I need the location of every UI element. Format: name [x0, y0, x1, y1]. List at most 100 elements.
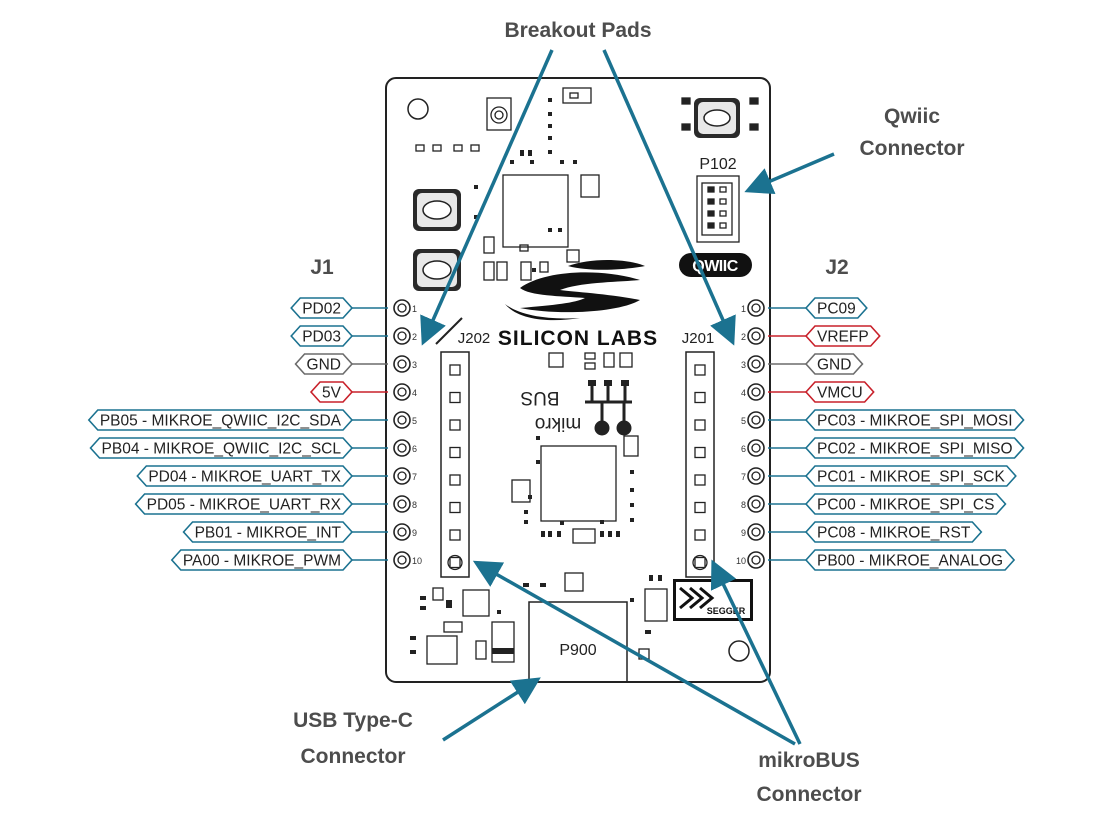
j2-title: J2: [825, 256, 848, 279]
breakout-pad-hole: [397, 387, 407, 397]
breakout-pad-hole: [397, 359, 407, 369]
pin-label-tag: [294, 353, 354, 375]
pin-label: VMCU: [817, 385, 863, 402]
j201-pin: [694, 474, 706, 486]
top-small-pads: [474, 98, 577, 272]
arrow-breakout-left: [420, 49, 554, 346]
pin-label-tag: [87, 409, 354, 431]
svg-text:QWIIC: QWIIC: [692, 258, 738, 275]
callout-breakout-pads: Breakout Pads: [504, 19, 651, 42]
breakout-pad-hole: [751, 387, 761, 397]
breakout-pad-hole: [397, 303, 407, 313]
pin-label: PB01 - MIKROE_INT: [195, 525, 342, 542]
qwiic-logo: QWIIC: [679, 253, 752, 277]
arrow-breakout-right: [602, 49, 736, 346]
pin-label-tag: [804, 437, 1025, 459]
j202-pin: [449, 446, 461, 459]
pin-label: PB00 - MIKROE_ANALOG: [817, 553, 1003, 570]
pin-number: 5: [741, 416, 746, 426]
button-left-1: [413, 189, 461, 231]
pin-label: PB05 - MIKROE_QWIIC_I2C_SDA: [100, 413, 342, 430]
j2-pin-4: 4 VMCU: [741, 381, 875, 403]
j201-pin: [694, 391, 706, 404]
callout-qwiic-line1: Qwiic: [884, 105, 940, 128]
j1-pin-4: 45V: [309, 381, 417, 403]
breakout-pad-hole: [751, 331, 761, 341]
breakout-pad-hole: [751, 527, 761, 537]
pin-number: 8: [741, 500, 746, 510]
pin-number: 9: [741, 528, 746, 538]
pin-number: 10: [412, 556, 422, 566]
pin-number: 4: [412, 388, 417, 398]
pin-label-tag: [182, 521, 354, 543]
pin-label: PC09: [817, 301, 856, 318]
pin-label: PD03: [302, 329, 341, 346]
j201-pin: [694, 419, 706, 431]
center-components: [426, 352, 668, 665]
j202-pin: [449, 419, 461, 431]
arrow-qwiic: [744, 152, 835, 195]
breakout-pad-hole: [751, 499, 761, 509]
pin-label-tag: [134, 493, 354, 515]
j2-pin-1: 1 PC09: [741, 297, 868, 319]
pin-label: PD04 - MIKROE_UART_TX: [148, 469, 341, 486]
j201-pin1-marker: [692, 554, 708, 571]
p900-label: P900: [559, 642, 596, 659]
callout-usb-line1: USB Type-C: [293, 709, 413, 732]
j202-pin: [449, 529, 461, 541]
pin-number: 2: [741, 332, 746, 342]
breakout-pad-hole: [751, 415, 761, 425]
pin-label-tag: [804, 549, 1016, 571]
pin-number: 1: [741, 304, 746, 314]
breakout-pad-hole: [397, 443, 407, 453]
pin-label-tag: [89, 437, 354, 459]
pin-label-tag: [804, 493, 1007, 515]
breakout-pad-hole: [397, 499, 407, 509]
pin-label-tag: [804, 521, 983, 543]
arrow-mikrobus-right: [710, 559, 802, 745]
pin-label: PB04 - MIKROE_QWIIC_I2C_SCL: [102, 441, 342, 458]
breakout-pad-hole: [397, 527, 407, 537]
pin-label: PD05 - MIKROE_UART_RX: [147, 497, 342, 514]
j1-title: J1: [310, 256, 334, 279]
j202-pin-group: [447, 364, 463, 571]
pin-number: 9: [412, 528, 417, 538]
callout-mikrobus-line1: mikroBUS: [758, 749, 860, 772]
p102-label: P102: [699, 156, 736, 173]
mikrobus-logo: mikro BUS: [520, 380, 632, 436]
j201-label: J201: [682, 330, 715, 347]
callout-mikrobus-line2: Connector: [757, 783, 862, 806]
mosfet: [432, 587, 444, 601]
mounting-hole-bottom-right: [728, 640, 750, 662]
pin-label-tag: [804, 297, 868, 319]
breakout-pad-hole: [751, 471, 761, 481]
svg-text:mikro: mikro: [535, 413, 581, 434]
breakout-pad-hole: [751, 303, 761, 313]
pin-label-tag: [309, 381, 354, 403]
j202-pin: [449, 364, 461, 376]
j1-pin-9: 9 PB01 - MIKROE_INT: [182, 521, 417, 543]
pin-number: 3: [741, 360, 746, 370]
pin-label-tag: [804, 325, 881, 347]
j201-pin: [694, 364, 706, 376]
breakout-pad-hole: [397, 471, 407, 481]
j202-pin: [449, 501, 461, 514]
pin-number: 4: [741, 388, 746, 398]
pin-number: 3: [412, 360, 417, 370]
j201-pin: [694, 556, 706, 569]
pin-label-tag: [290, 325, 354, 347]
callout-qwiic-line2: Connector: [860, 137, 965, 160]
silicon-labs-logo: [505, 260, 645, 321]
j202-pin: [449, 556, 461, 569]
